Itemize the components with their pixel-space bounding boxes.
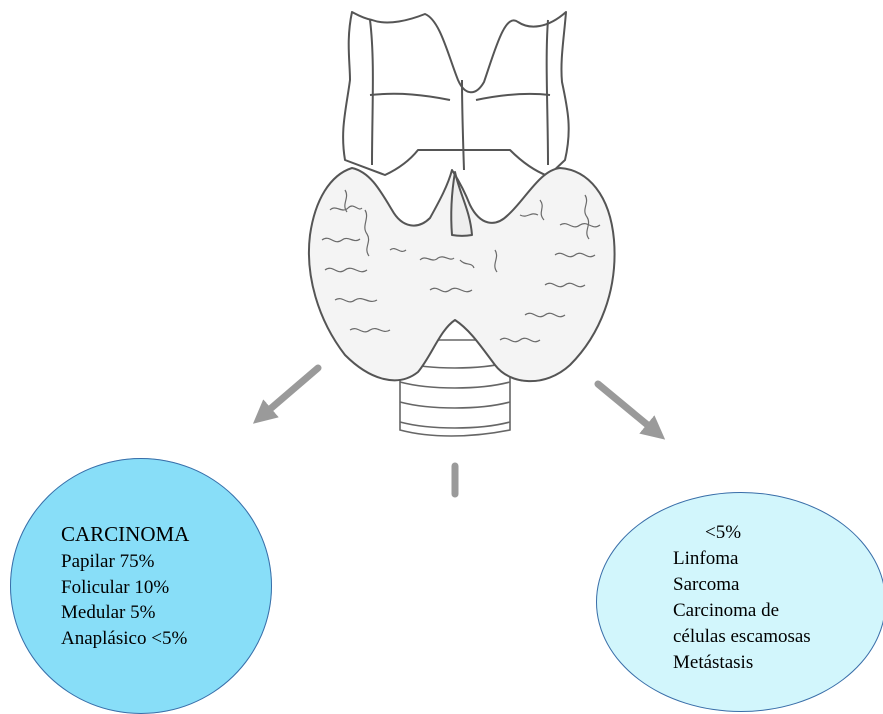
carcinoma-item-anaplasico: Anaplásico <5% <box>61 626 271 652</box>
other-item-metastasis: Metástasis <box>673 650 883 676</box>
other-item-celulas: células escamosas <box>673 624 883 650</box>
other-tumors-bubble: <5% Linfoma Sarcoma Carcinoma de células… <box>596 492 883 712</box>
other-item-carcinoma: Carcinoma de <box>673 598 883 624</box>
other-tumors-title: <5% <box>673 520 883 546</box>
carcinoma-title: CARCINOMA <box>61 519 271 549</box>
carcinoma-item-papilar: Papilar 75% <box>61 549 271 575</box>
arrow-down-left-icon <box>262 368 318 416</box>
carcinoma-item-medular: Medular 5% <box>61 600 271 626</box>
other-item-sarcoma: Sarcoma <box>673 572 883 598</box>
arrow-down-right-icon <box>598 384 656 432</box>
other-item-linfoma: Linfoma <box>673 546 883 572</box>
carcinoma-item-folicular: Folicular 10% <box>61 575 271 601</box>
carcinoma-bubble: CARCINOMA Papilar 75% Folicular 10% Medu… <box>10 458 272 714</box>
larynx-cartilage <box>343 12 569 176</box>
